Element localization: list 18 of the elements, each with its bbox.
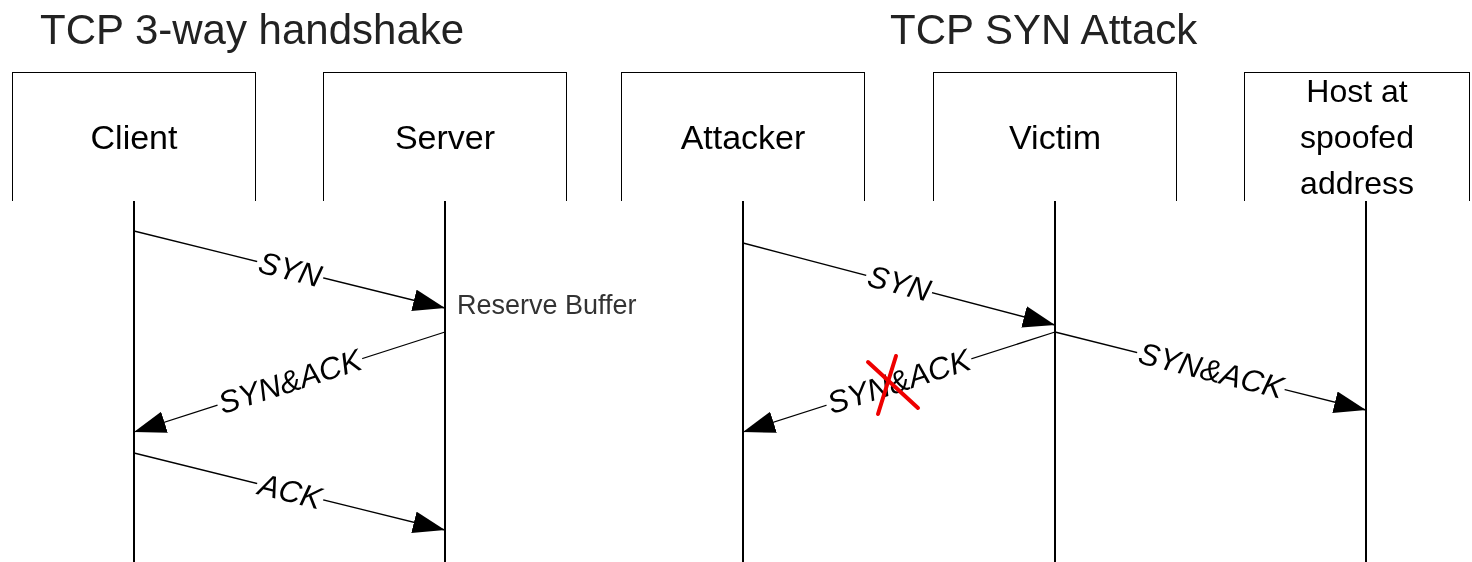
participant-name: Server [394,117,496,157]
annotation: Reserve Buffer [457,290,637,321]
lifeline [1365,201,1367,562]
lifeline [444,201,446,562]
participant-box [621,72,865,201]
participant-box [933,72,1177,201]
participant-box [1244,72,1470,201]
lifeline [133,201,135,562]
participant-box [12,72,256,201]
heading: TCP 3-way handshake [40,6,465,54]
participant-name: Victim [1009,117,1101,157]
heading: TCP SYN Attack [890,6,1198,54]
participant-name: Host at spoofed address [1299,72,1415,203]
participant-name: Attacker [680,117,806,157]
participant-name: Client [90,117,178,157]
participant-box [323,72,567,201]
lifeline [1054,201,1056,562]
lifeline [742,201,744,562]
